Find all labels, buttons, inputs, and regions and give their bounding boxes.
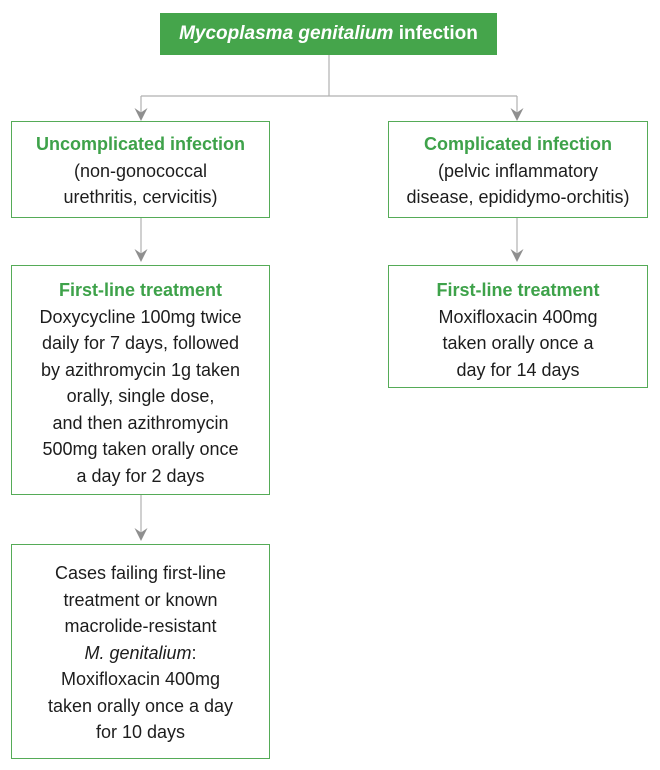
firstline-treatment-complicated-box: First-line treatment Moxifloxacin 400mg … [388, 265, 648, 388]
uncomplicated-infection-box: Uncomplicated infection (non-gonococcal … [11, 121, 270, 218]
arrow-down-icon [510, 249, 524, 262]
header-title-species: Mycoplasma genitalium [179, 23, 394, 44]
header-box: Mycoplasma genitalium infection [160, 13, 497, 55]
firstline-treatment-title: First-line treatment [58, 280, 223, 300]
species-suffix: : [191, 642, 197, 663]
uncomplicated-infection-body: (non-gonococcal urethritis, cervicitis) [63, 160, 218, 208]
complicated-infection-box: Complicated infection (pelvic inflammato… [388, 121, 648, 218]
connector-line-header [140, 55, 518, 115]
complicated-infection-title: Complicated infection [423, 134, 612, 154]
macrolide-resistant-species-line: M. genitalium: [12, 640, 269, 667]
arrow-down-icon [510, 108, 524, 121]
macrolide-resistant-body-top: Cases failing first-line treatment or kn… [54, 563, 227, 636]
firstline-treatment-body: Doxycycline 100mg twice daily for 7 days… [39, 306, 242, 486]
firstline-treatment-title: First-line treatment [436, 280, 600, 300]
arrow-down-icon [134, 249, 148, 262]
macrolide-resistant-box: Cases failing first-line treatment or kn… [11, 544, 270, 759]
macrolide-resistant-body-bottom: Moxifloxacin 400mg taken orally once a d… [47, 669, 234, 742]
uncomplicated-infection-title: Uncomplicated infection [35, 134, 246, 154]
header-title-rest: infection [393, 23, 478, 44]
firstline-treatment-uncomplicated-box: First-line treatment Doxycycline 100mg t… [11, 265, 270, 495]
species-name: M. genitalium [84, 642, 192, 663]
arrow-down-icon [134, 528, 148, 541]
firstline-treatment-body: Moxifloxacin 400mg taken orally once a d… [438, 306, 598, 380]
complicated-infection-body: (pelvic inflammatory disease, epididymo-… [406, 160, 630, 208]
arrow-down-icon [134, 108, 148, 121]
